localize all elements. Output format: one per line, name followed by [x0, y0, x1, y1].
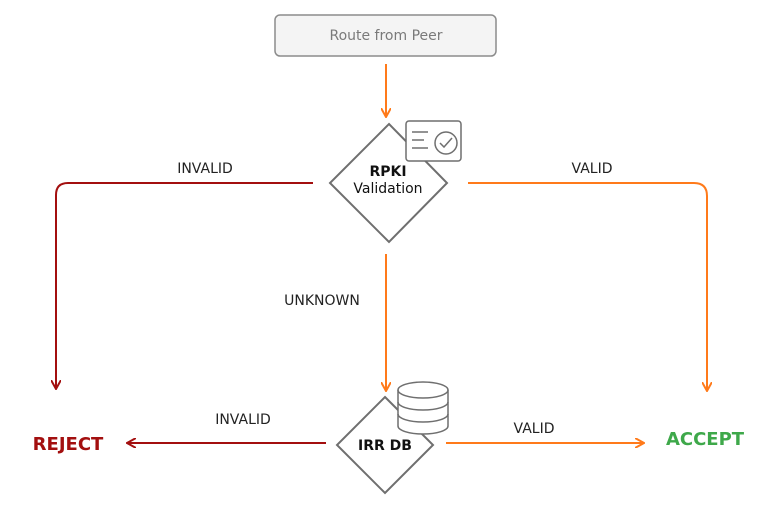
start-node: Route from Peer — [274, 14, 497, 57]
start-node-label: Route from Peer — [329, 28, 442, 44]
rpki-label-line2: Validation — [353, 181, 422, 197]
rpki-label-line1: RPKI — [369, 164, 406, 180]
edge-rpki-invalid-label: INVALID — [177, 161, 233, 177]
database-icon — [397, 381, 449, 435]
certificate-check-icon — [405, 120, 462, 162]
edge-rpki-valid — [468, 182, 707, 390]
edge-irr-valid-label: VALID — [514, 421, 555, 437]
edge-irr-invalid-label: INVALID — [215, 412, 271, 428]
accept-outcome: ACCEPT — [666, 429, 745, 450]
edge-rpki-invalid — [56, 182, 313, 388]
irr-label: IRR DB — [358, 438, 412, 454]
start-node-box — [274, 14, 497, 57]
reject-outcome: REJECT — [33, 434, 104, 455]
edge-rpki-unknown-label: UNKNOWN — [284, 293, 360, 309]
edge-rpki-valid-label: VALID — [572, 161, 613, 177]
